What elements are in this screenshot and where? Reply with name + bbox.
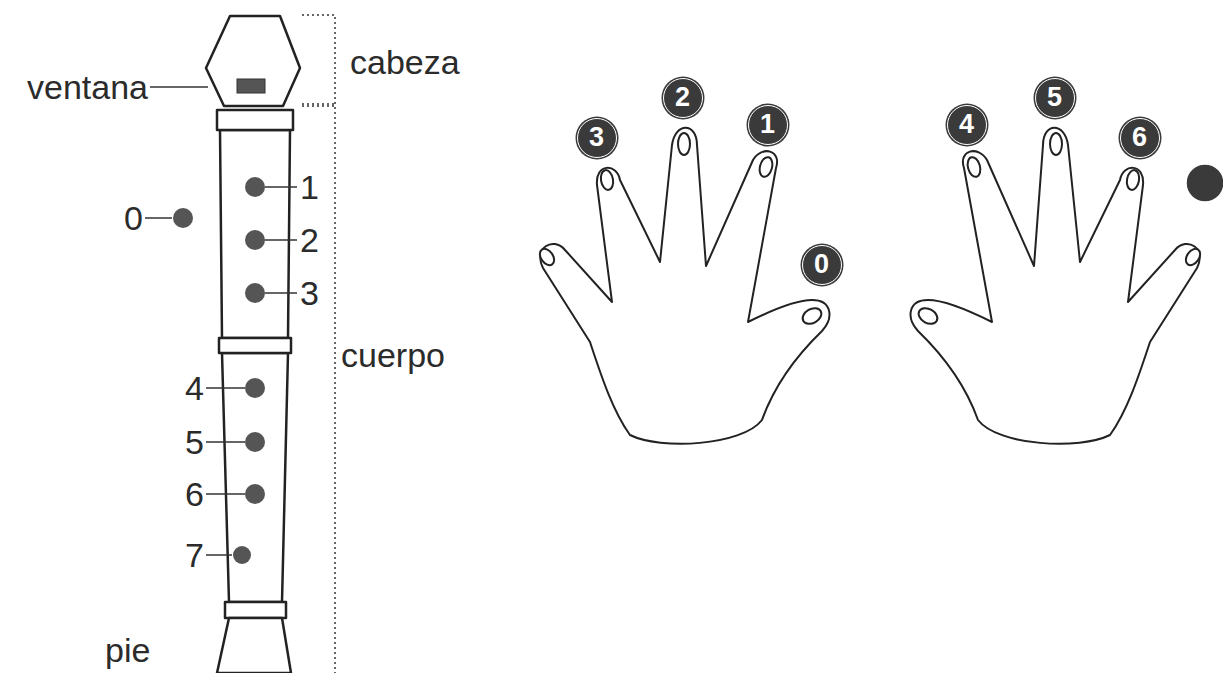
recorder-foot [217, 618, 291, 673]
finger-number-text: 3 [589, 124, 604, 151]
finger-number-text: 5 [1047, 84, 1062, 111]
finger-number-text: 0 [814, 251, 829, 278]
part-name: pie [105, 633, 150, 667]
recorder-body-upper [220, 130, 290, 338]
part-brackets [302, 15, 335, 673]
hole-number: 5 [185, 425, 204, 459]
hole-number: 6 [185, 477, 204, 511]
left-hand [537, 128, 830, 444]
finger-number-text: 6 [1132, 124, 1147, 151]
recorder-ring [217, 110, 293, 130]
part-name: cuerpo [341, 338, 445, 372]
finger-number-text: 2 [675, 84, 690, 111]
hole-number: 7 [185, 538, 204, 572]
right-hand [911, 128, 1204, 444]
finger-number: 6 [1120, 118, 1160, 158]
leader-lines [145, 87, 297, 555]
finger-number: 4 [947, 105, 987, 145]
finger-number: 5 [1035, 78, 1075, 118]
hole-number: 2 [300, 223, 319, 257]
finger-number: 1 [748, 105, 788, 145]
hole-number: 4 [185, 371, 204, 405]
hole-number: 3 [300, 276, 319, 310]
window-slot [237, 79, 265, 93]
finger-number-text: 4 [959, 111, 974, 138]
finger-number-text: 1 [760, 111, 775, 138]
hole-number: 1 [300, 170, 319, 204]
finger-holes [173, 177, 265, 564]
finger-number: 3 [577, 118, 617, 158]
finger-number: 2 [663, 78, 703, 118]
recorder-ring [225, 602, 286, 618]
recorder-ring [219, 338, 291, 353]
hole-number: 0 [124, 201, 143, 235]
part-name: cabeza [350, 45, 460, 79]
pinky-dot [1186, 164, 1223, 202]
part-name: ventana [27, 70, 148, 104]
finger-number: 0 [802, 245, 842, 285]
recorder-body-lower [222, 353, 288, 602]
recorder-head [206, 16, 300, 106]
